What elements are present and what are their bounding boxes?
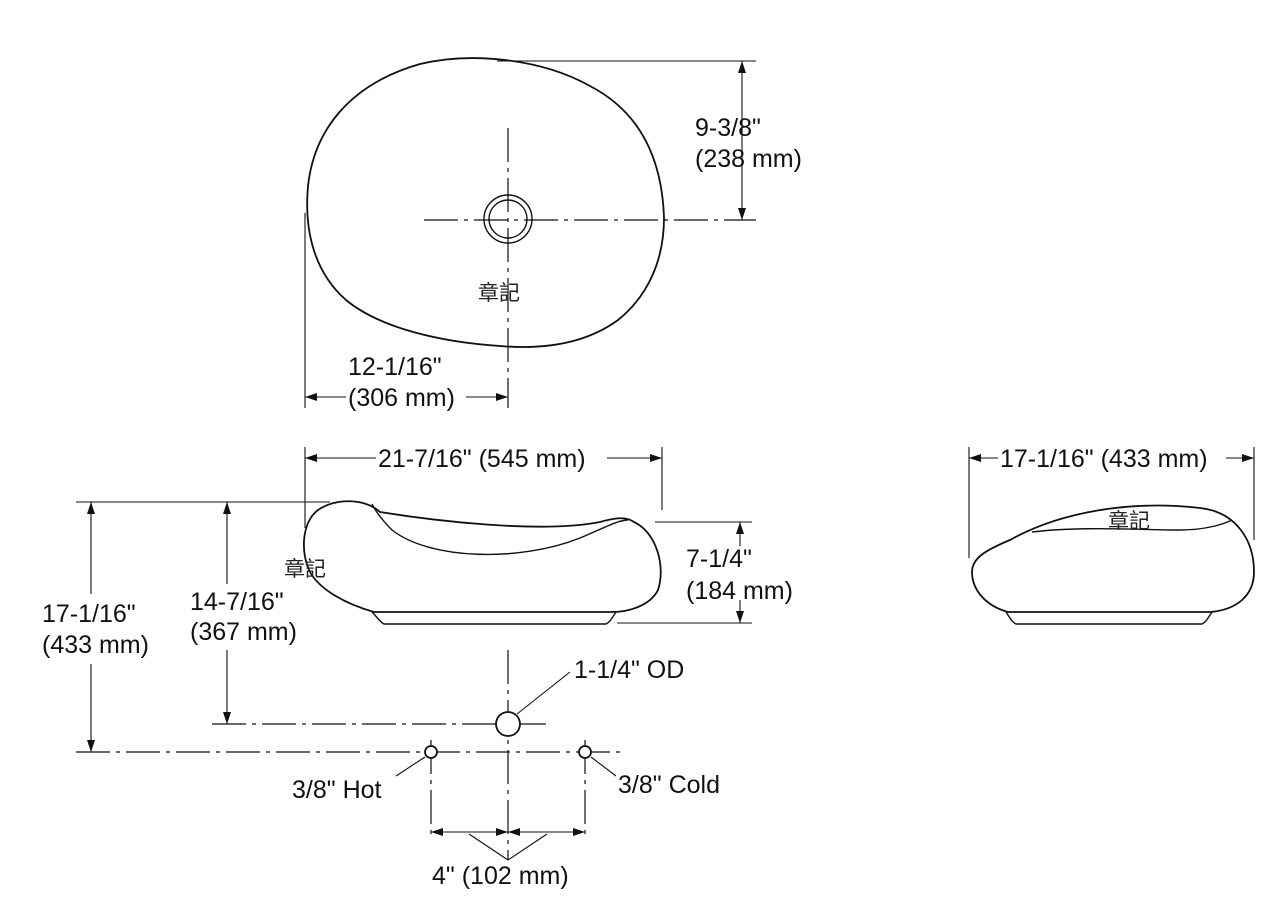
dim-supply-spacing: 4" (102 mm) xyxy=(432,862,569,890)
basin-front-outline xyxy=(303,500,662,613)
stamp-top: 章記 xyxy=(478,281,520,305)
leader-line xyxy=(507,833,548,861)
dim-drain-back-metric: (238 mm) xyxy=(695,145,802,173)
basin-top-outline xyxy=(306,57,665,348)
stamp-side: 章記 xyxy=(1108,509,1150,533)
dim-drain-side-metric: (306 mm) xyxy=(348,384,455,412)
front-view: 21-7/16" (545 mm) 7-1/4" (184 mm) 17-1/1… xyxy=(42,445,793,890)
leader-line xyxy=(395,756,426,777)
drain-outlet xyxy=(495,711,521,737)
basin-front-rim xyxy=(371,503,629,556)
dim-drain-side-imperial: 12-1/16" xyxy=(348,353,442,381)
basin-front-base xyxy=(371,611,617,625)
basin-side-base xyxy=(1005,611,1213,625)
dim-top-to-supply-imperial: 17-1/16" xyxy=(42,600,136,628)
label-drain-od: 1-1/4" OD xyxy=(574,656,684,684)
basin-side-rim xyxy=(1031,519,1233,533)
dim-height-imperial: 7-1/4" xyxy=(686,545,752,573)
dim-overall-width: 21-7/16" (545 mm) xyxy=(378,445,586,473)
basin-side-outline xyxy=(971,504,1255,613)
dim-depth: 17-1/16" (433 mm) xyxy=(1000,445,1208,473)
label-cold: 3/8" Cold xyxy=(618,771,720,799)
leader-line xyxy=(590,756,617,777)
dim-top-to-drain-imperial: 14-7/16" xyxy=(190,588,284,616)
side-view: 17-1/16" (433 mm) 章記 xyxy=(968,445,1255,625)
top-view: 9-3/8" (238 mm) 12-1/16" (306 mm) 章記 xyxy=(304,57,802,412)
dim-top-to-supply-metric: (433 mm) xyxy=(42,631,149,659)
cold-supply xyxy=(578,745,592,759)
dim-height-metric: (184 mm) xyxy=(686,577,793,605)
dim-drain-back-imperial: 9-3/8" xyxy=(695,114,761,142)
stamp-front: 章記 xyxy=(284,557,326,581)
label-hot: 3/8" Hot xyxy=(292,776,382,804)
leader-line xyxy=(516,671,571,715)
dim-top-to-drain-metric: (367 mm) xyxy=(190,618,297,646)
hot-supply xyxy=(424,745,438,759)
leader-line xyxy=(468,833,509,861)
